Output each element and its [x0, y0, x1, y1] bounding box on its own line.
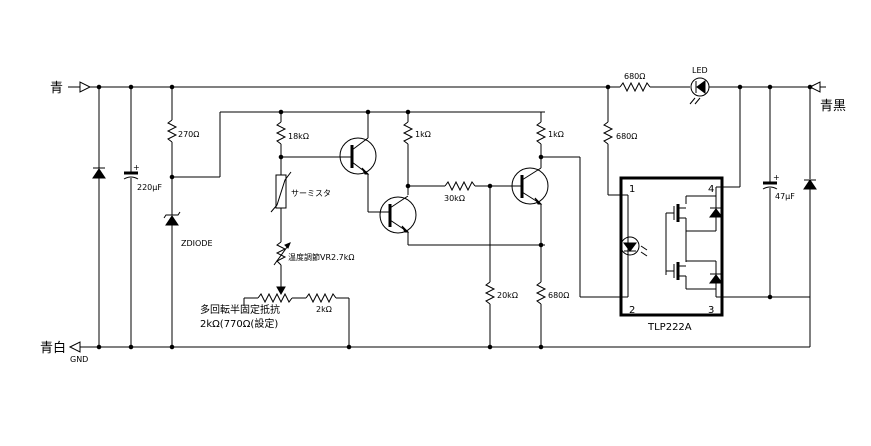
transistor-q3 — [511, 167, 549, 205]
zener-diode: ZDIODE — [163, 211, 213, 347]
svg-text:+: + — [773, 173, 780, 182]
transistor-q2 — [379, 195, 417, 234]
junction-dots — [96, 84, 813, 350]
capacitor-47uF-label: 47μF — [775, 192, 795, 201]
ic-label: TLP222A — [647, 322, 692, 333]
terminal-blue-black: 青黒 — [808, 81, 846, 114]
terminal-blue-white-label: 青白 — [40, 340, 66, 356]
ic-pin-3: 3 — [708, 305, 714, 316]
terminal-blue-white: 青白 GND — [40, 340, 88, 364]
resistor-1k-a-label: 1kΩ — [415, 130, 431, 139]
resistor-680-low-label: 680Ω — [548, 291, 569, 300]
trimmer-label-2: 2kΩ(770Ω(設定) — [200, 317, 278, 330]
resistor-30k-label: 30kΩ — [444, 194, 465, 203]
transistor-q1 — [339, 112, 377, 175]
thermistor-label: サーミスタ — [291, 189, 331, 198]
resistor-30k: 30kΩ — [444, 180, 515, 203]
terminal-blue-label: 青 — [50, 81, 63, 96]
resistor-2k-label: 2kΩ — [316, 305, 332, 314]
led-label: LED — [692, 66, 708, 75]
capacitor-220uF-label: 220μF — [137, 183, 162, 192]
resistor-18k-label: 18kΩ — [288, 132, 309, 141]
trimmer-resistor: 多回転半固定抵抗 2kΩ(770Ω(設定) — [200, 292, 306, 330]
resistor-20k: 20kΩ — [484, 186, 518, 347]
ic-pin-1: 1 — [629, 184, 635, 195]
gnd-label: GND — [70, 355, 88, 364]
trimmer-label-1: 多回転半固定抵抗 — [200, 303, 280, 316]
ic-pin-4: 4 — [708, 184, 714, 195]
thermistor: サーミスタ — [270, 171, 331, 213]
resistor-680-top-label: 680Ω — [624, 72, 645, 81]
resistor-1k-b: 1kΩ — [535, 112, 564, 168]
terminal-blue: 青 — [50, 81, 92, 96]
resistor-680-top: 680Ω — [619, 72, 690, 93]
capacitor-47uF: + 47μF — [762, 87, 795, 297]
ic-pin-2: 2 — [629, 305, 635, 316]
terminal-blue-black-label: 青黒 — [820, 99, 846, 114]
resistor-680-mid: 680Ω — [602, 87, 637, 196]
resistor-18k: 18kΩ — [275, 112, 309, 175]
resistor-270: 270Ω — [166, 87, 199, 215]
capacitor-220uF: + 220μF — [123, 87, 162, 347]
zener-label: ZDIODE — [181, 239, 213, 248]
led: LED — [689, 66, 710, 105]
resistor-1k-b-label: 1kΩ — [548, 130, 564, 139]
resistor-1k-a: 1kΩ — [402, 112, 431, 195]
resistor-20k-label: 20kΩ — [497, 291, 518, 300]
output-diode — [803, 87, 817, 347]
input-diode — [92, 87, 106, 347]
resistor-270-label: 270Ω — [178, 130, 199, 139]
vr-label: 温度調節VR2.7kΩ — [288, 252, 355, 262]
variable-resistor-2k7: 温度調節VR2.7kΩ — [273, 241, 355, 266]
resistor-680-mid-label: 680Ω — [616, 132, 637, 141]
resistor-2k: 2kΩ — [305, 292, 350, 347]
svg-text:+: + — [133, 163, 140, 172]
ic-tlp222a: 1 4 2 3 TLP222A — [619, 176, 724, 333]
resistor-680-low: 680Ω — [535, 281, 569, 347]
